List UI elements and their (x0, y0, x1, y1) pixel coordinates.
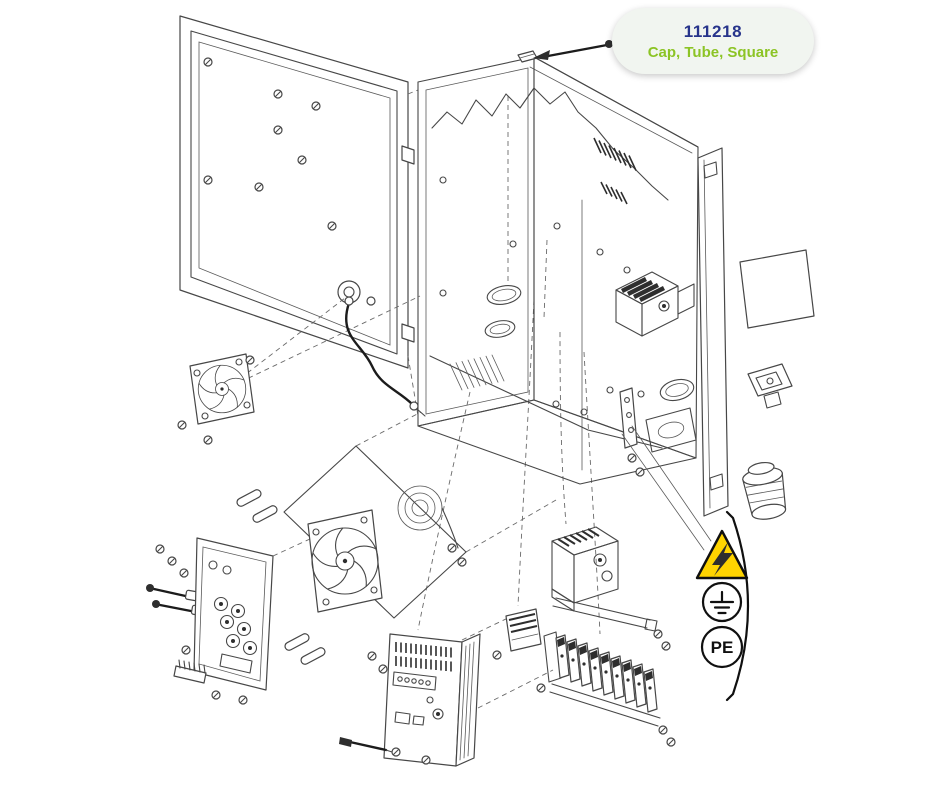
assembly-axis-lines (231, 89, 601, 709)
terminal-block-row (536, 631, 676, 747)
grouping-bracket (725, 510, 750, 702)
callout-arrow (533, 40, 613, 60)
control-board (173, 537, 274, 705)
earth-ground-icon (701, 581, 743, 623)
ground-leader-lines (621, 425, 712, 551)
high-voltage-warning-icon (695, 529, 749, 580)
pin-header (173, 659, 207, 684)
pe-icon: PE (700, 625, 744, 669)
probe-cable (339, 737, 393, 753)
enclosure-box (417, 50, 699, 485)
cable-gland (742, 461, 787, 520)
side-vent-slots-2 (600, 181, 628, 205)
part-callout[interactable]: 111218 Cap, Tube, Square (612, 8, 814, 74)
part-name: Cap, Tube, Square (647, 43, 779, 61)
relay-module (492, 608, 542, 660)
mounting-plate-fan-assembly (155, 445, 467, 665)
inductor-coil (397, 485, 459, 549)
standoff-spacers (236, 489, 326, 665)
door-panel (179, 15, 415, 369)
part-number: 111218 (683, 21, 743, 41)
side-rail (697, 147, 729, 517)
door-gauge (337, 280, 376, 306)
vent-grille (449, 354, 505, 391)
cutaway-edge (431, 87, 669, 201)
side-vent-slots (593, 137, 637, 171)
pe-label: PE (711, 638, 734, 657)
door-hinge (401, 145, 415, 343)
knockout-holes (484, 285, 697, 453)
cooling-fan-small (177, 353, 255, 445)
power-supply-unit (339, 633, 481, 767)
latch (747, 363, 793, 409)
circuit-breaker (615, 271, 695, 337)
din-rail-stud (619, 387, 645, 477)
door-ground-cable (344, 296, 426, 417)
label-sheet (739, 249, 815, 329)
contactor (551, 526, 671, 651)
board-connectors (213, 596, 258, 656)
psu-vent (395, 642, 452, 658)
